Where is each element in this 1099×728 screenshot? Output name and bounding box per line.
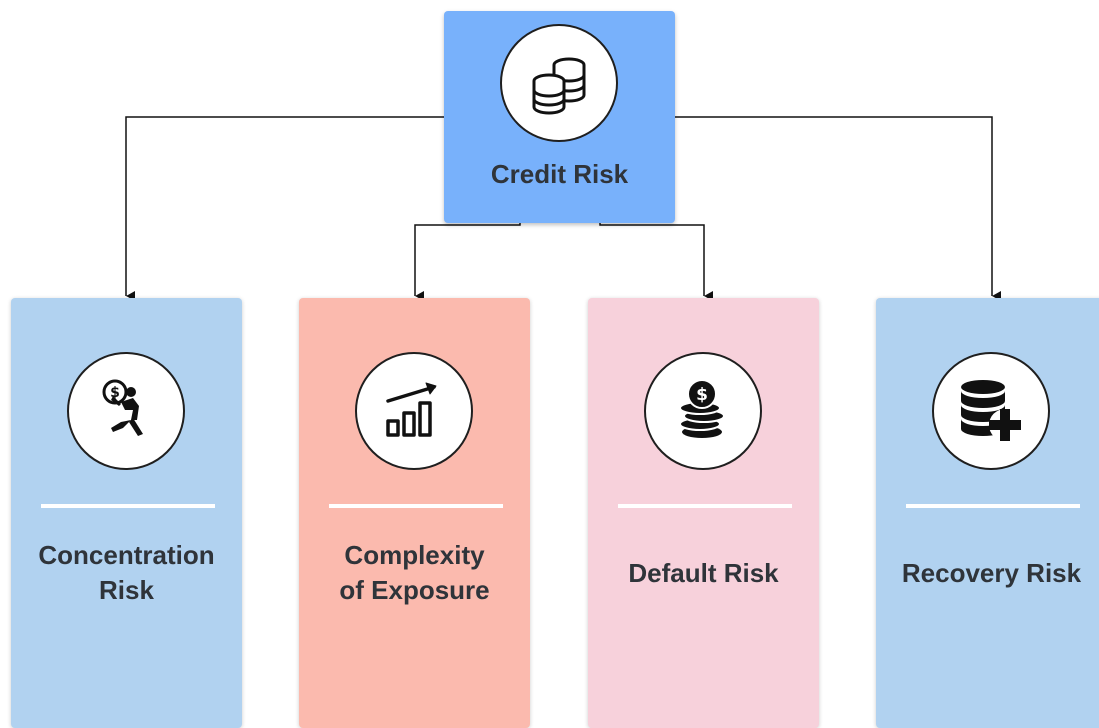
growth-bar-chart-icon (355, 352, 473, 470)
connector-recovery-risk (675, 116, 1001, 301)
credit-risk-node: Credit Risk (444, 11, 675, 223)
coin-stack-icon (500, 24, 618, 142)
card-divider (41, 504, 215, 508)
svg-text:$: $ (696, 385, 708, 405)
card-divider (618, 504, 792, 508)
recovery-risk-card: Recovery Risk (876, 298, 1099, 728)
default-risk-label: Default Risk (628, 557, 779, 588)
card-divider (329, 504, 503, 508)
dollar-coins-icon: $ (644, 352, 762, 470)
complexity-of-exposure-card: Complexity of Exposure (299, 298, 530, 728)
complexity-of-exposure-label: Complexity of Exposure (339, 540, 490, 605)
person-carrying-coin-icon: $ (67, 352, 185, 470)
connector-concentration-risk (125, 116, 444, 301)
database-plus-icon (932, 352, 1050, 470)
svg-text:$: $ (110, 385, 120, 401)
recovery-risk-label: Recovery Risk (901, 557, 1082, 588)
connector-complexity-of-exposure (414, 223, 521, 301)
card-divider (906, 504, 1080, 508)
concentration-risk-card: $ Concentration Risk (11, 298, 242, 728)
connector-default-risk (599, 223, 713, 301)
root-title: Credit Risk (490, 159, 629, 189)
concentration-risk-label: Concentration Risk (38, 540, 215, 605)
default-risk-card: $ Default Risk (588, 298, 819, 728)
